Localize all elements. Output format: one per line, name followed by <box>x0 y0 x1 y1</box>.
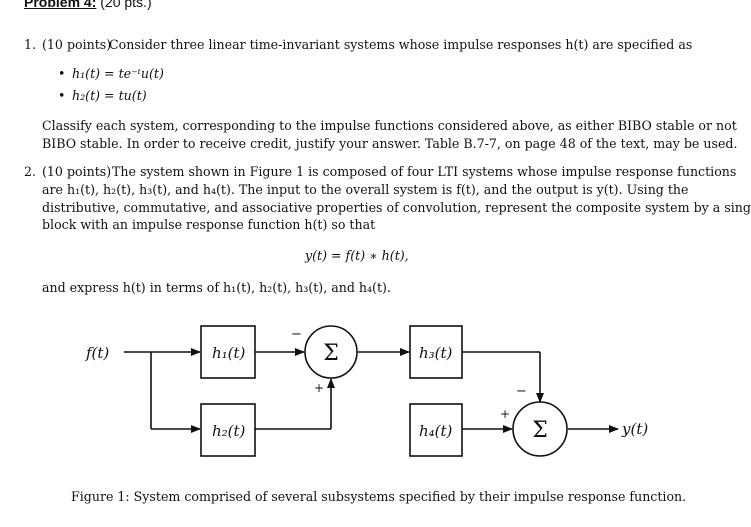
problem-2-closing: and express h(t) in terms of h₁(t), h₂(t… <box>42 280 391 295</box>
problem-1-body-line: BIBO stable. In order to receive credit,… <box>42 136 738 151</box>
input-label: f(t) <box>85 344 109 362</box>
bullet-h2: h₂(t) = tu(t) <box>72 88 147 103</box>
sign-plus-2: + <box>500 407 510 421</box>
problem-1-number: 1. <box>24 37 37 52</box>
problem-title: Problem 4: <box>24 0 97 10</box>
problem-2-line: are h₁(t), h₂(t), h₃(t), and h₄(t). The … <box>42 182 689 197</box>
block-h1 <box>200 325 256 379</box>
summing-junction-2 <box>512 401 568 457</box>
problem-header: Problem 4: (20 pts.) <box>24 0 152 10</box>
block-h3 <box>409 325 463 379</box>
block-h4 <box>409 403 463 457</box>
bullet-dot: • <box>58 66 66 81</box>
block-h1-label: h₁(t) <box>212 344 246 362</box>
sum-symbol-2: Σ <box>532 418 548 443</box>
bullet-dot: • <box>58 88 66 103</box>
problem-1-points: (10 points) <box>42 37 112 52</box>
problem-2-line: distributive, commutative, and associati… <box>42 200 751 215</box>
problem-points: (20 pts.) <box>100 0 152 10</box>
block-h2-label: h₂(t) <box>212 422 246 440</box>
bullet-h1: h₁(t) = te⁻ᵗu(t) <box>72 66 164 81</box>
problem-2-number: 2. <box>24 164 37 179</box>
block-h3-label: h₃(t) <box>419 344 453 362</box>
block-h2 <box>200 403 256 457</box>
problem-2-points: (10 points) <box>42 164 112 179</box>
sign-minus-1: − <box>291 327 302 342</box>
problem-2-line: The system shown in Figure 1 is composed… <box>112 164 737 179</box>
problem-1-intro: Consider three linear time-invariant sys… <box>109 37 693 52</box>
figure-caption: Figure 1: System comprised of several su… <box>71 489 687 504</box>
output-label: y(t) <box>621 420 648 438</box>
sum-symbol-1: Σ <box>323 341 339 366</box>
convolution-equation: y(t) = f(t) ∗ h(t), <box>305 248 409 263</box>
sign-minus-2: − <box>516 384 527 399</box>
block-h4-label: h₄(t) <box>419 422 453 440</box>
problem-1-body-line: Classify each system, corresponding to t… <box>42 118 737 133</box>
summing-junction-1 <box>304 325 358 379</box>
sign-plus-1: + <box>314 381 324 395</box>
problem-2-line: block with an impulse response function … <box>42 217 376 232</box>
